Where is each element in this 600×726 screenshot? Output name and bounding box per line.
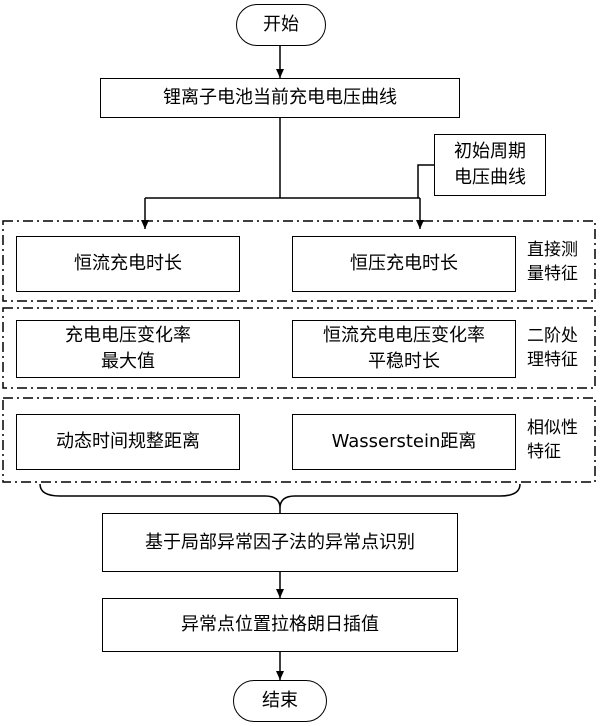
group-label-second-order-line-2: 理特征	[527, 350, 578, 370]
dtw-distance-label: 动态时间规整距离	[56, 431, 200, 452]
lof-detection-box: 基于局部异常因子法的异常点识别	[102, 513, 458, 572]
stable-duration-line-2: 平稳时长	[368, 351, 440, 372]
stable-duration-box: 恒流充电电压变化率 平稳时长	[292, 320, 516, 378]
end-label: 结束	[262, 690, 298, 711]
group-label-second-order: 二阶处 理特征	[527, 324, 578, 372]
group-label-similarity-line-1: 相似性	[527, 418, 578, 438]
stable-duration-line-1: 恒流充电电压变化率	[323, 325, 485, 346]
group-label-direct: 直接测 量特征	[527, 238, 578, 286]
max-voltage-rate-line-1: 充电电压变化率	[65, 325, 191, 346]
start-label: 开始	[263, 14, 299, 35]
group-label-similarity-line-2: 特征	[527, 442, 561, 462]
group-frame-second-order	[2, 307, 596, 389]
wasserstein-distance-label: Wasserstein距离	[331, 431, 477, 452]
group-label-second-order-line-1: 二阶处	[527, 326, 578, 346]
brace-groups	[39, 483, 521, 509]
cv-charge-time-label: 恒压充电时长	[350, 253, 458, 274]
initial-cycle-line-1: 初始周期	[454, 141, 526, 162]
voltage-curve-label: 锂离子电池当前充电电压曲线	[163, 87, 397, 108]
group-label-direct-line-2: 量特征	[527, 264, 578, 284]
group-label-direct-line-1: 直接测	[527, 240, 578, 260]
wasserstein-distance-box: Wasserstein距离	[292, 414, 516, 470]
cv-charge-time-box: 恒压充电时长	[292, 236, 516, 292]
end-terminal: 结束	[233, 680, 327, 722]
group-frame-similarity	[2, 397, 596, 483]
lof-detection-label: 基于局部异常因子法的异常点识别	[145, 531, 415, 553]
lagrange-interpolation-label: 异常点位置拉格朗日插值	[181, 614, 379, 635]
lagrange-interpolation-box: 异常点位置拉格朗日插值	[102, 598, 458, 652]
start-terminal: 开始	[236, 4, 326, 46]
line-initial-cycle-link	[417, 164, 434, 198]
group-label-similarity: 相似性 特征	[527, 416, 578, 464]
max-voltage-rate-box: 充电电压变化率 最大值	[16, 320, 240, 378]
initial-cycle-line-2: 电压曲线	[454, 167, 526, 188]
cc-charge-time-box: 恒流充电时长	[16, 236, 240, 292]
dtw-distance-box: 动态时间规整距离	[16, 414, 240, 470]
voltage-curve-box: 锂离子电池当前充电电压曲线	[100, 78, 460, 118]
initial-cycle-curve-box: 初始周期 电压曲线	[434, 134, 546, 196]
cc-charge-time-label: 恒流充电时长	[74, 253, 182, 274]
max-voltage-rate-line-2: 最大值	[101, 351, 155, 372]
group-frame-direct	[2, 220, 596, 302]
